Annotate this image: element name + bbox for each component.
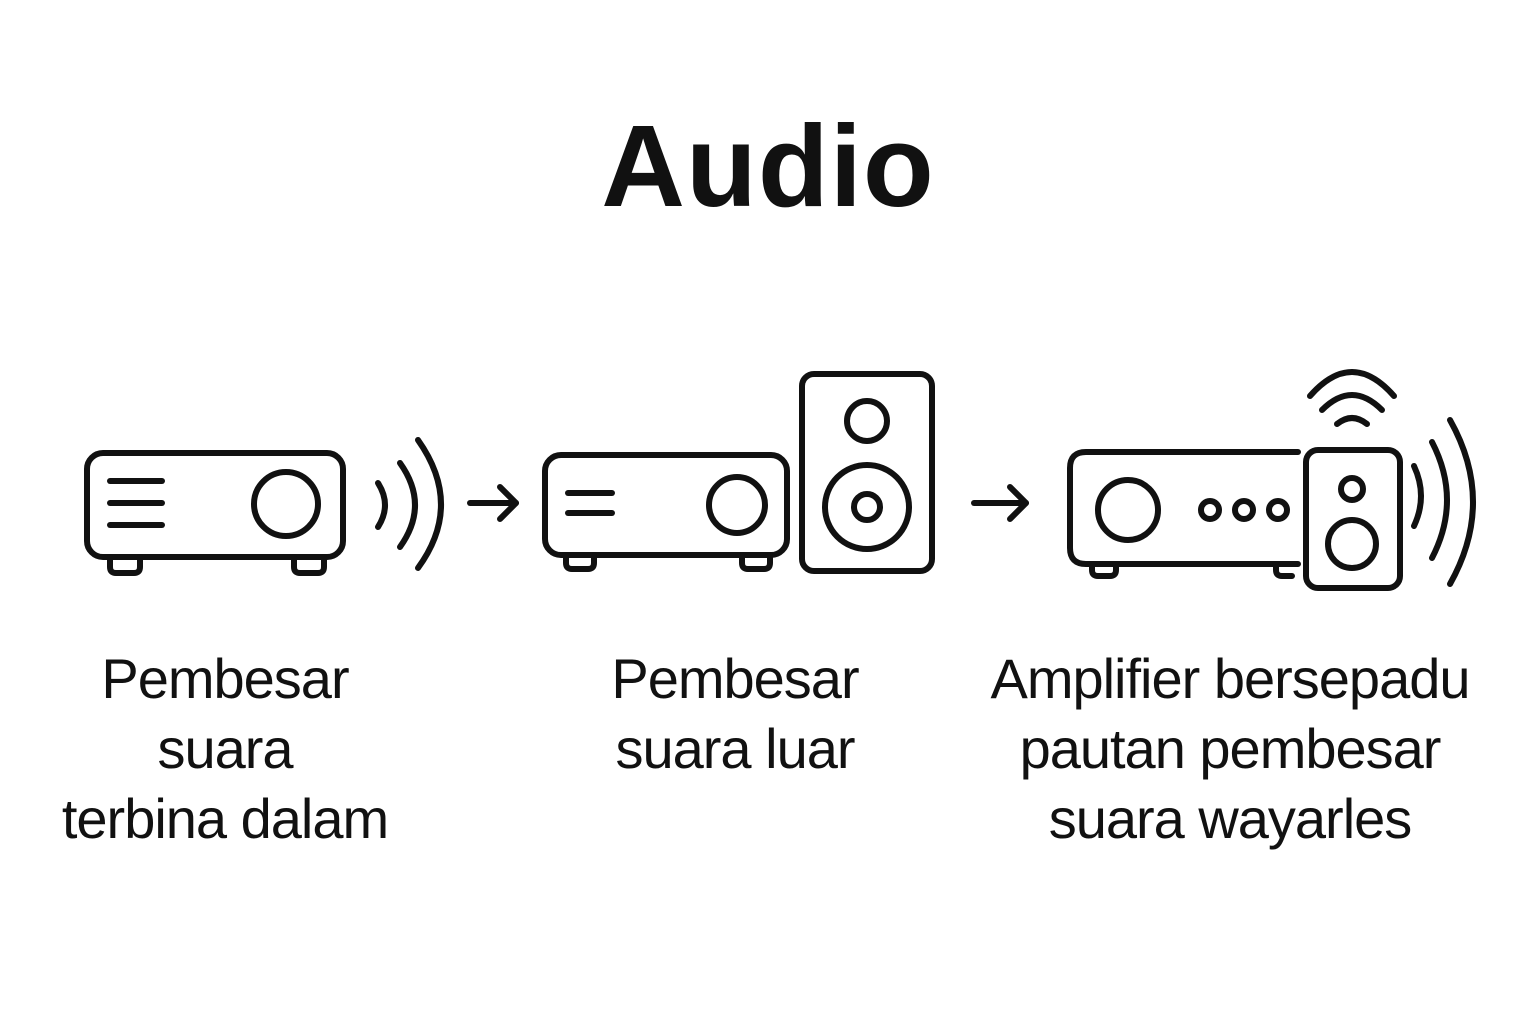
- stage-label-built-in-speaker: Pembesar suara terbina dalam: [20, 644, 430, 854]
- label-line: Pembesar: [611, 647, 859, 710]
- wifi-icon: [1307, 369, 1397, 427]
- stage-label-wireless-speaker: Amplifier bersepadu pautan pembesar suar…: [960, 644, 1500, 854]
- label-line: suara luar: [615, 717, 855, 780]
- arrow-right-icon: [467, 484, 519, 522]
- label-line: suara wayarles: [1048, 787, 1413, 850]
- amplifier-with-wireless-speaker-icon: [1067, 447, 1403, 591]
- sound-waves-icon: [1411, 417, 1476, 587]
- label-line: terbina dalam: [61, 787, 389, 850]
- label-line: suara: [157, 717, 293, 780]
- projector-with-speaker-icon: [542, 371, 935, 574]
- arrow-right-icon: [971, 484, 1029, 522]
- label-line: pautan pembesar: [1019, 717, 1442, 780]
- label-line: Amplifier bersepadu: [990, 647, 1470, 710]
- stage-label-external-speaker: Pembesar suara luar: [540, 644, 930, 784]
- sound-waves-icon: [375, 437, 444, 571]
- label-line: Pembesar: [101, 647, 349, 710]
- projector-icon: [84, 450, 346, 576]
- diagram-title: Audio: [601, 101, 935, 231]
